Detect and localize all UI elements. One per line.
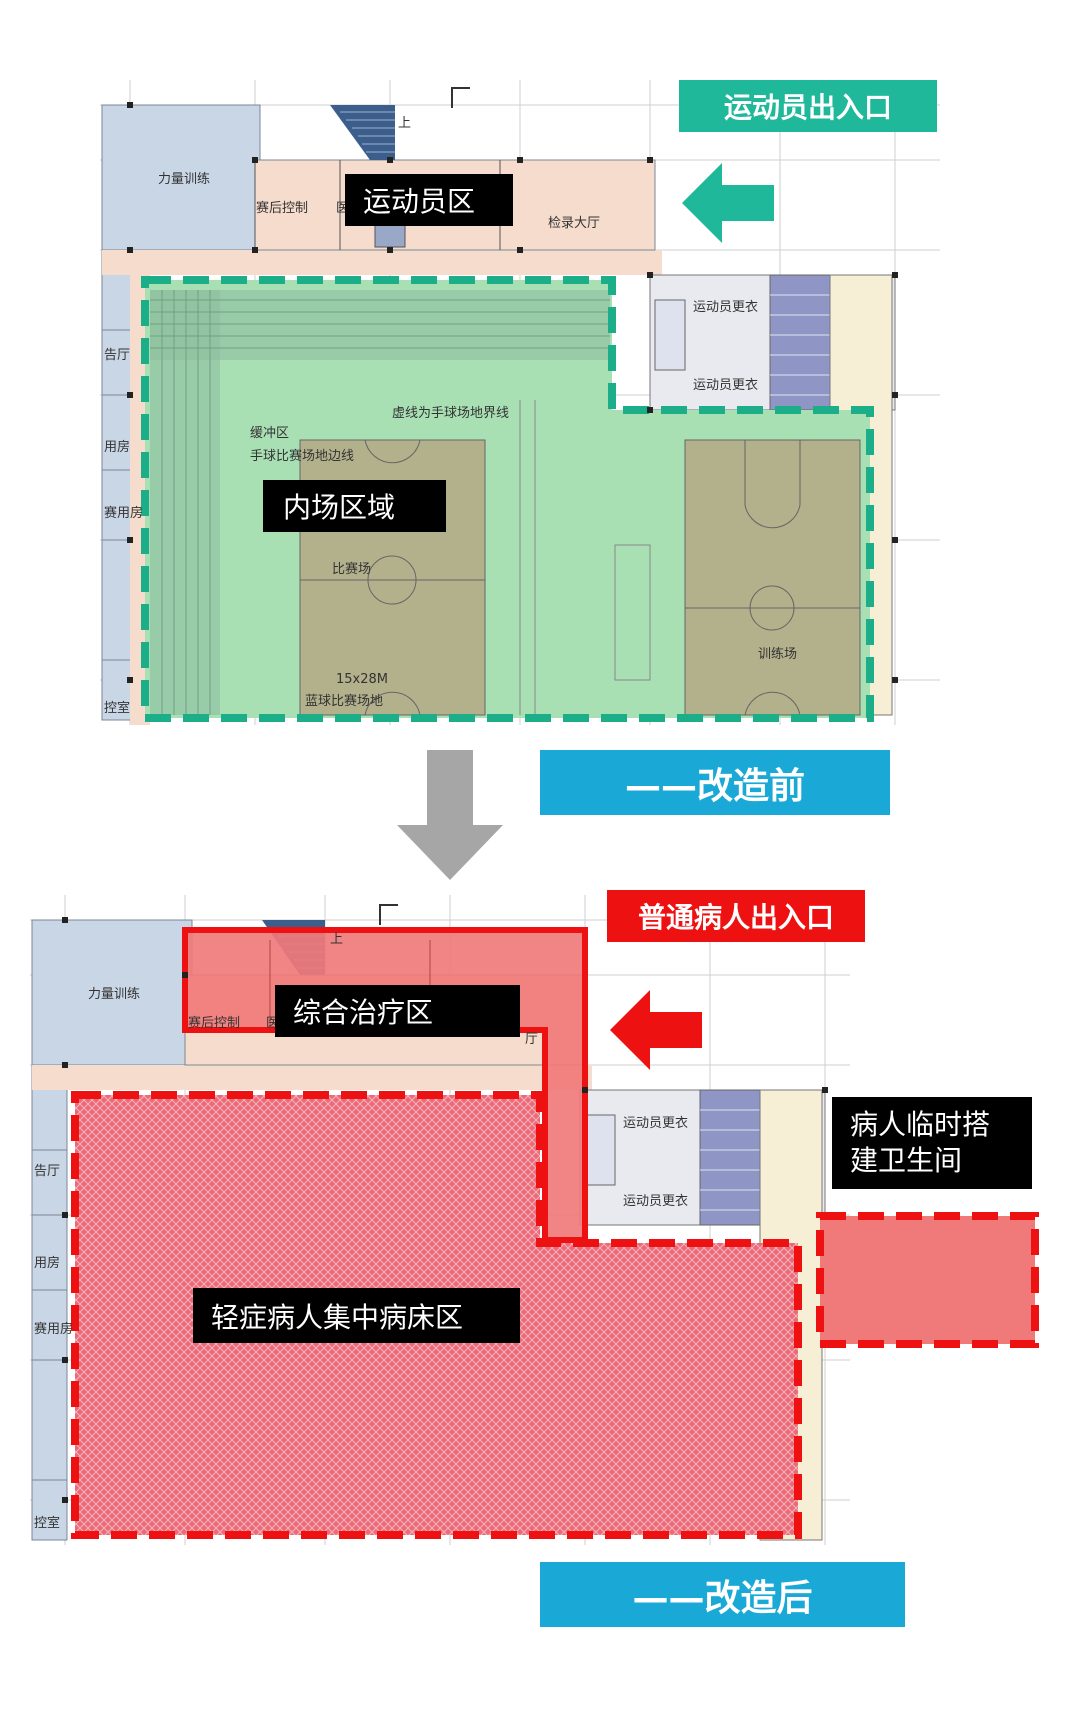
- before-plan-drawing: [100, 80, 940, 725]
- before-floor-plan: 力量训练 赛后控制 医 检录大厅 上 运动员更衣 运动员更衣 缓冲区 手球比赛场…: [0, 0, 1080, 815]
- after-plan-drawing: [30, 895, 1039, 1545]
- arrow-left-icon: [682, 163, 774, 243]
- zone-beds-label: 轻症病人集中病床区: [193, 1288, 520, 1343]
- room-left-1: 告厅: [104, 348, 131, 363]
- label-training-court: 训练场: [758, 647, 798, 662]
- zone-toilet-label: 病人临时搭 建卫生间: [832, 1097, 1032, 1189]
- room-left-3: 赛用房: [34, 1322, 74, 1337]
- after-floor-plan: 力量训练 赛后控制 医 厅 上 运动员更衣 运动员更衣 告厅 用房 赛用房 控室…: [0, 880, 1080, 1715]
- room-strength: 力量训练: [158, 172, 211, 187]
- before-caption: ——改造前: [540, 750, 890, 815]
- room-left-4: 控室: [34, 1516, 61, 1531]
- zone-inner-label: 内场区域: [263, 480, 446, 532]
- label-handball-edge: 手球比赛场地边线: [250, 449, 355, 464]
- room-left-4: 控室: [104, 701, 131, 716]
- athlete-entrance-tag: 运动员出入口: [679, 80, 937, 132]
- room-left-2: 用房: [34, 1256, 61, 1271]
- label-court-size: 15x28M: [336, 672, 388, 687]
- zone-toilet-line-1: 病人临时搭: [850, 1108, 991, 1141]
- arrow-down-icon: [397, 750, 503, 880]
- zone-toilet-line-2: 建卫生间: [850, 1144, 963, 1177]
- room-left-2: 用房: [104, 440, 131, 455]
- arrow-left-icon: [610, 990, 702, 1070]
- room-left-3: 赛用房: [104, 506, 144, 521]
- zone-athlete-label: 运动员区: [345, 174, 513, 226]
- after-caption: ——改造后: [540, 1562, 905, 1627]
- room-post-match: 赛后控制: [256, 201, 309, 216]
- room-locker-2: 运动员更衣: [693, 378, 759, 393]
- label-dashed-boundary: 虚线为手球场地界线: [392, 406, 510, 421]
- room-locker-1: 运动员更衣: [693, 300, 759, 315]
- stair-up: 上: [398, 116, 412, 131]
- zone-treatment-label: 综合治疗区: [275, 985, 520, 1037]
- room-hall: 厅: [525, 1032, 539, 1047]
- patient-entrance-tag: 普通病人出入口: [607, 890, 865, 942]
- label-buffer: 缓冲区: [250, 426, 290, 441]
- room-locker-2: 运动员更衣: [623, 1194, 689, 1209]
- room-post-match: 赛后控制: [188, 1016, 241, 1031]
- label-basketball-court: 蓝球比赛场地: [305, 694, 384, 709]
- stair-up: 上: [330, 932, 344, 947]
- room-locker-1: 运动员更衣: [623, 1116, 689, 1131]
- room-strength: 力量训练: [88, 987, 141, 1002]
- label-match-court: 比赛场: [332, 562, 372, 577]
- room-left-1: 告厅: [34, 1164, 61, 1179]
- room-checkin: 检录大厅: [548, 216, 601, 231]
